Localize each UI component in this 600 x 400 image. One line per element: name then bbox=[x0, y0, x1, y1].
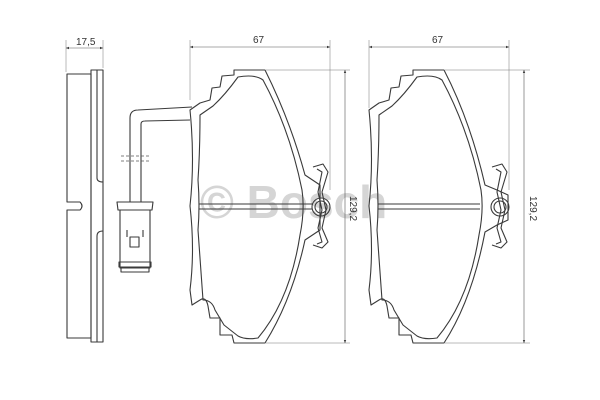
watermark-text: © Bosch bbox=[200, 176, 387, 228]
pad-left-height-dimension: 129,2 bbox=[347, 196, 358, 221]
pad-left: 67 129,2 bbox=[189, 35, 358, 344]
side-view: 17,5 bbox=[65, 37, 104, 343]
pad-left-width-dimension: 67 bbox=[253, 35, 265, 46]
pad-right-width-dimension: 67 bbox=[432, 35, 444, 46]
thickness-dimension: 17,5 bbox=[76, 37, 96, 48]
watermark: © Bosch bbox=[200, 176, 387, 228]
pad-right: 67 129,2 bbox=[368, 35, 538, 344]
pad-right-height-dimension: 129,2 bbox=[527, 196, 538, 221]
wear-sensor bbox=[116, 106, 193, 273]
